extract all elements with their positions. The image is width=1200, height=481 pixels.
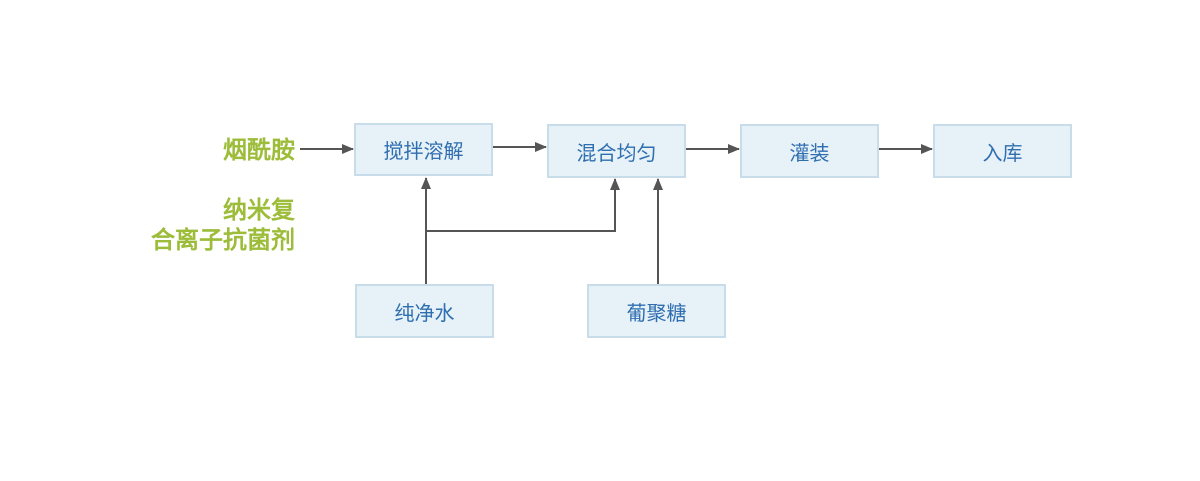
- node-stir-dissolve: 搅拌溶解: [354, 123, 493, 176]
- node-warehousing: 入库: [933, 124, 1072, 178]
- node-mix-evenly: 混合均匀: [547, 124, 686, 178]
- node-filling: 灌装: [740, 124, 879, 178]
- node-glucose: 葡聚糖: [587, 284, 726, 338]
- label-niacinamide: 烟酰胺: [223, 136, 295, 164]
- label-antibacterial-line2: 合离子抗菌剂: [151, 226, 295, 254]
- arrow-water-to-mix: [426, 178, 620, 232]
- label-antibacterial-line1: 纳米复: [223, 196, 295, 224]
- node-pure-water: 纯净水: [355, 284, 494, 338]
